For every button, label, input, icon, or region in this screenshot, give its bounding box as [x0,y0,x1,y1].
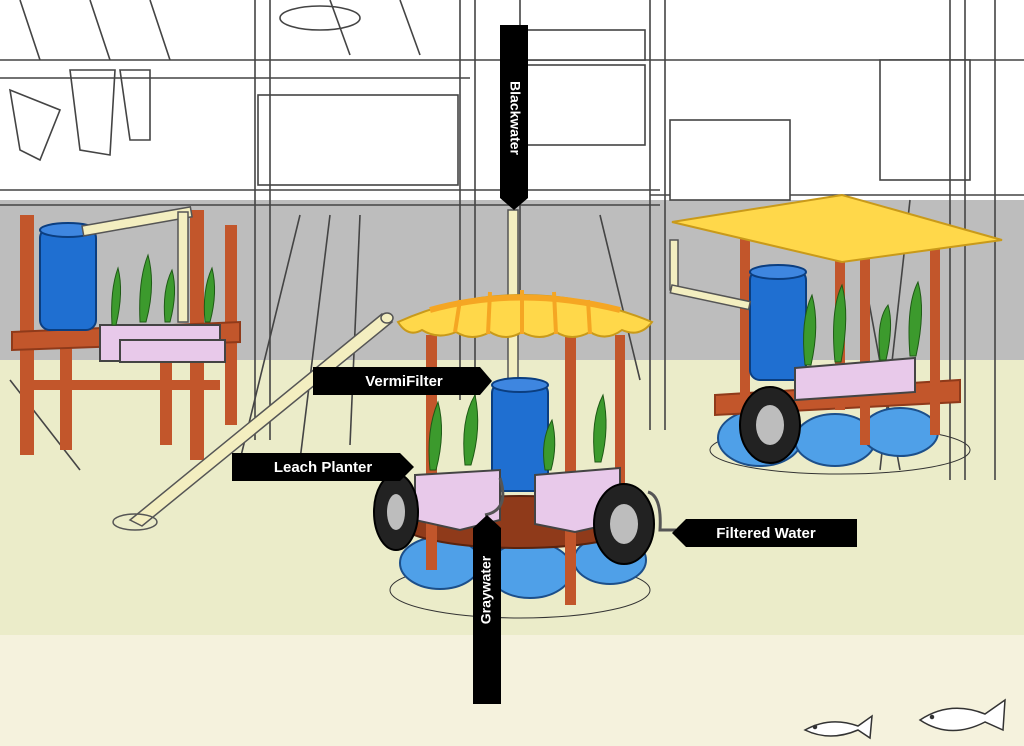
left-planter-box [119,339,226,363]
graywater-callout: Graywater [473,515,501,704]
filtered-water-label: Filtered Water [716,525,816,542]
left-pipe [81,206,193,237]
filtered-water-callout: Filtered Water [672,519,857,547]
fish-icon [918,698,1006,732]
center-umbrella-pole [565,335,576,605]
left-stand-post [160,345,172,445]
left-stand-rail [20,380,220,390]
blackwater-callout: Blackwater [500,25,528,210]
vermifilter-label: VermiFilter [365,373,443,390]
center-umbrella-pole [615,335,625,555]
left-plants-icon [111,253,216,326]
graywater-label: Graywater [478,555,494,624]
left-stand-post [60,340,72,450]
left-barrel-icon [39,227,97,331]
vermifilter-callout: VermiFilter [313,367,492,395]
right-plants-icon [803,280,923,366]
leach-planter-label: Leach Planter [274,459,373,476]
right-planter-box [794,356,916,402]
center-vermifilter-unit [373,290,676,619]
center-plants-icon [428,393,607,471]
leach-planter-callout: Leach Planter [232,453,414,481]
right-barrel-icon [749,269,807,381]
left-stand-unit [11,206,241,460]
right-floating-unit [669,193,1003,475]
blackwater-label: Blackwater [507,81,523,155]
fish-icon [803,714,873,740]
right-roof [671,193,1003,264]
left-pipe [177,211,189,323]
